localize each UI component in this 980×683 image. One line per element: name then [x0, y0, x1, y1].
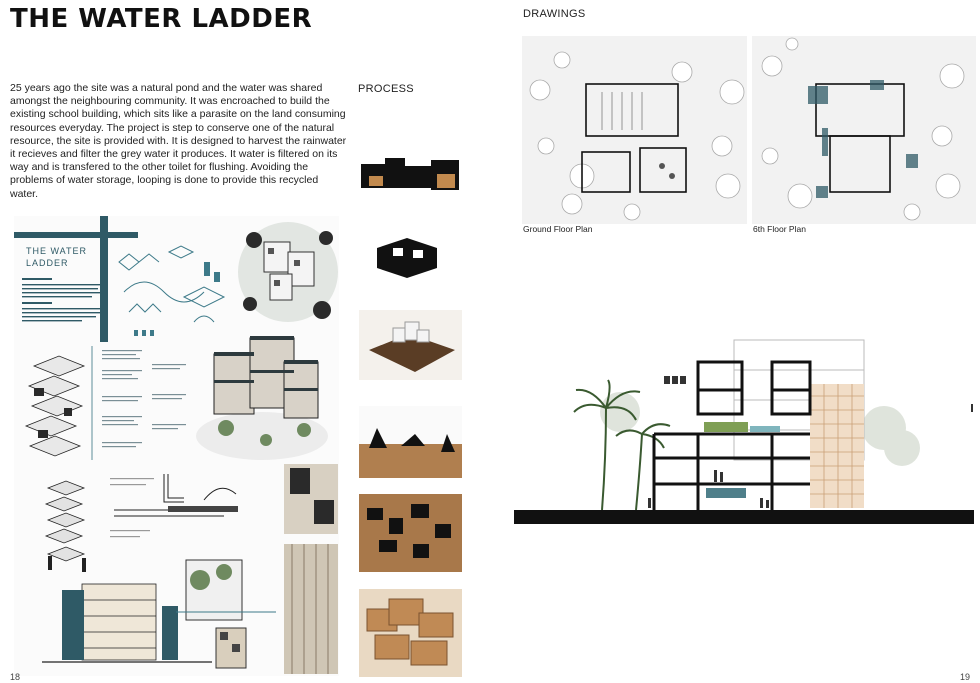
process-label: PROCESS	[358, 83, 414, 95]
page-edge-mark	[971, 404, 973, 412]
process-model-5	[359, 494, 462, 572]
exploded-stack-lower	[44, 480, 86, 572]
process-model-2	[359, 228, 462, 288]
process-model-4	[359, 406, 462, 478]
sheet-text-block	[22, 278, 104, 322]
detail-section	[110, 474, 238, 538]
process-model-6	[359, 589, 462, 677]
caption-ground-floor: Ground Floor Plan	[523, 224, 593, 234]
aerial-render	[238, 222, 338, 322]
caption-sixth-floor: 6th Floor Plan	[753, 224, 806, 234]
sheet-cross-horizontal	[14, 232, 138, 238]
process-model-1	[359, 154, 462, 196]
building-render	[196, 336, 328, 460]
drawings-label: DRAWINGS	[523, 8, 586, 20]
bottom-axonometric	[42, 583, 212, 663]
exploded-axonometric	[24, 355, 86, 457]
sheet-title-line1: THE WATER	[26, 246, 87, 256]
sheet-title-line2: LADDER	[26, 258, 69, 268]
process-model-3	[359, 310, 462, 380]
ground-floor-plan	[522, 36, 747, 224]
diagram-cluster	[118, 245, 226, 336]
annotation-columns	[91, 346, 186, 460]
sixth-floor-plan	[752, 36, 976, 224]
page-number-right: 19	[960, 672, 971, 682]
building-section	[514, 339, 974, 524]
facade-renders	[284, 464, 338, 674]
section-render	[176, 559, 276, 669]
presentation-sheet: THE WATER LADDER	[14, 216, 339, 676]
intro-paragraph: 25 years ago the site was a natural pond…	[10, 82, 347, 200]
sheet-cross-vertical	[100, 216, 108, 342]
page-number-left: 18	[10, 672, 21, 682]
page-title: THE WATER LADDER	[10, 4, 313, 34]
